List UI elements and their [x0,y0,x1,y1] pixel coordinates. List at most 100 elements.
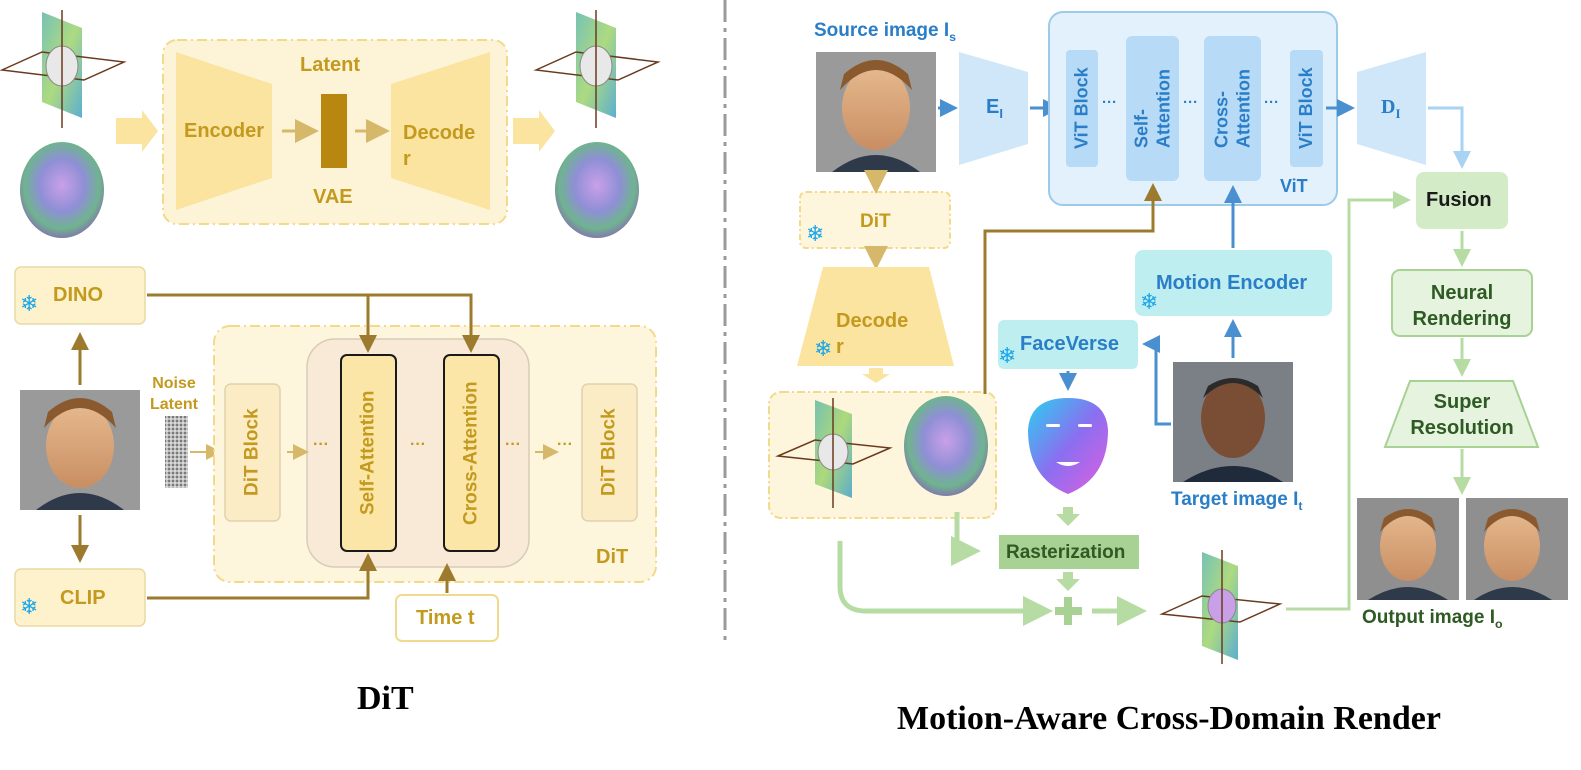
vit-dots-1: ··· [1102,94,1117,111]
self-attention-box [340,354,397,552]
vit-self-attention-box [1126,36,1179,181]
face-normal-map-icon-right [555,142,639,238]
frozen-icon-motion-encoder: ❄ [1140,290,1159,315]
latent-block [321,94,347,168]
dots-1: ··· [313,436,329,453]
right-panel-title: Motion-Aware Cross-Domain Render [897,700,1441,737]
dit-right-label: DiT [860,211,891,232]
arrow-out-of-vae [513,110,555,152]
triplane-icon-generated [775,398,893,508]
image-decoder-trapezoid [1357,52,1426,165]
vae-label: VAE [313,186,353,208]
arrow-clip-attention [147,553,377,600]
vit-block-right-label: ViT Block [1296,67,1316,150]
triplane-icon-top-right [533,10,661,128]
time-label: Time t [416,607,475,629]
rasterization-box [999,535,1139,569]
vit-block-right-box [1290,50,1323,167]
mesh-eye-left [1046,424,1060,427]
output-image-label: Output image Io [1362,607,1503,631]
source-image-label: Source image Is [814,20,957,44]
noise-latent-label: Noise Latent [150,375,198,413]
frozen-icon-decoder: ❄ [814,337,833,362]
source-portrait-left [20,390,140,510]
super-resolution-label: Super Resolution [1410,391,1514,439]
encoder-label: Encoder [184,120,265,142]
fusion-label: Fusion [1426,189,1492,211]
image-encoder-trapezoid [959,52,1028,165]
expression-mesh-icon [1028,398,1108,494]
dots-3: ··· [505,436,521,453]
triplane-icon-fused [1159,550,1283,664]
frozen-icon-faceverse: ❄ [998,344,1017,369]
vit-block-left-label: ViT Block [1071,67,1092,150]
output-portrait-2 [1466,498,1568,600]
mesh-eye-right [1078,424,1092,427]
motion-encoder-label: Motion Encoder [1156,272,1308,294]
arrow-into-vae [116,110,158,152]
target-image-label: Target image It [1171,489,1303,513]
frozen-icon-dit: ❄ [806,222,825,247]
dots-4: ··· [557,436,573,453]
self-attention-label: Self-Attention [357,390,379,516]
frozen-icon-dino: ❄ [20,292,39,317]
source-portrait-right [816,52,936,172]
arrow-triplane-fusion [1286,191,1411,611]
decoder-trapezoid [391,52,490,210]
arrow-decoder-fusion [1428,106,1471,169]
neural-rendering-label: Neural Rendering [1412,282,1512,330]
arrow-mesh-rasterization [1056,507,1080,526]
latent-label: Latent [300,54,360,76]
faceverse-box [998,320,1138,369]
mesh-mouth [1056,462,1080,466]
neural-rendering-box [1391,269,1533,337]
arrow-generated-plus [837,541,1053,626]
fusion-box [1416,172,1508,229]
cross-attention-box [443,354,500,552]
encoder-trapezoid [176,52,272,210]
clip-label: CLIP [60,587,106,609]
face-normal-map-icon-left [20,142,104,238]
image-encoder-label: EI [986,96,1003,121]
clip-box [14,568,146,627]
noise-latent-icon [165,416,188,488]
image-decoder-label: DI [1381,96,1401,121]
arrow-decoder-output [862,368,890,383]
arrow-generated-rasterization [951,512,981,566]
dino-label: DINO [53,284,103,306]
arrow-dino-cross-attention [368,293,480,353]
dit-block-left-label: DiT Block [241,408,263,497]
rasterization-label: Rasterization [1006,542,1126,563]
vit-panel-label: ViT [1280,176,1308,196]
dit-panel-label: DiT [596,546,629,568]
time-box [395,594,499,642]
decoder-label: Decode r [403,122,476,170]
dino-box [14,266,146,325]
face-normal-map-icon-generated [904,396,988,496]
vit-cross-attention-box [1204,36,1261,181]
vit-cross-attention-label: Cross- Attention [1211,69,1254,148]
frozen-icon-clip: ❄ [20,595,39,620]
vit-self-attention-label: Self- Attention [1131,69,1174,148]
dit-block-right-box [581,383,638,522]
decoder-trapezoid-right [797,267,954,366]
target-portrait [1173,362,1293,482]
triplane-icon-top-left [0,10,127,128]
dots-2: ··· [410,436,426,453]
output-portrait-1 [1357,498,1459,600]
decoder-right-label: Decode r [836,310,909,358]
super-resolution-box [1383,380,1540,448]
left-panel-title: DiT [357,680,414,717]
faceverse-label: FaceVerse [1020,333,1119,355]
dit-block-right-label: DiT Block [598,408,620,497]
arrow-target-faceverse [1142,335,1171,426]
arrow-generated-self-attention [983,183,1162,394]
vit-dots-2: ··· [1183,94,1198,111]
dit-block-left-box [224,383,281,522]
arrow-rasterization-plus [1056,572,1080,591]
plus-icon [1055,597,1082,625]
vit-dots-3: ··· [1264,94,1279,111]
motion-encoder-box [1135,250,1332,316]
cross-attention-label: Cross-Attention [460,381,482,525]
